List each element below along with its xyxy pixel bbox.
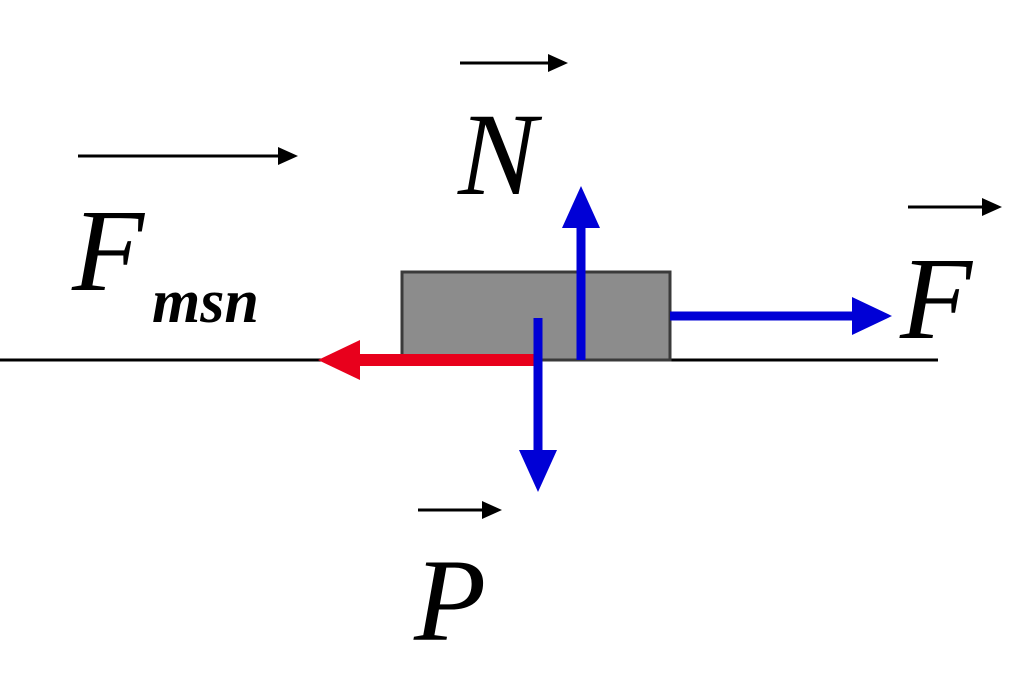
normal-label: N <box>457 54 568 220</box>
applied-label: F <box>899 198 1002 364</box>
friction-label-subscript: msn <box>152 268 259 336</box>
normal-label-arrow-head <box>548 54 568 72</box>
normal-force-vector <box>562 186 600 360</box>
friction-vector-arrowhead <box>318 340 360 380</box>
normal-force-arrowhead <box>562 186 600 228</box>
friction-label: F msn <box>71 147 298 336</box>
applied-force-vector <box>670 297 892 335</box>
friction-label-arrow-head <box>278 147 298 165</box>
weight-arrowhead <box>519 450 557 492</box>
weight-label-symbol: P <box>413 535 486 666</box>
applied-force-arrowhead <box>852 297 892 335</box>
weight-label: P <box>413 501 502 666</box>
normal-label-symbol: N <box>457 89 543 220</box>
weight-label-arrow-head <box>482 501 502 519</box>
weight-vector <box>519 318 557 492</box>
applied-label-arrow-head <box>982 198 1002 216</box>
friction-label-symbol: F <box>71 185 146 316</box>
friction-vector <box>318 340 538 380</box>
applied-label-symbol: F <box>899 233 974 364</box>
